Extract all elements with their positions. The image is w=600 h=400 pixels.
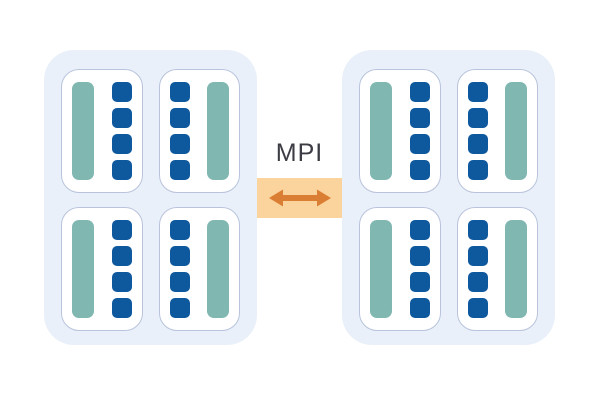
bidirectional-arrow-icon	[268, 189, 331, 207]
cpu-core	[467, 108, 488, 128]
cpu-core	[169, 246, 190, 266]
cpu-core	[111, 298, 132, 318]
cpu-socket	[359, 207, 441, 331]
memory-bar	[505, 220, 527, 318]
cpu-core	[409, 160, 430, 180]
cpu-core	[409, 108, 430, 128]
core-column	[169, 82, 190, 180]
cpu-core	[111, 246, 132, 266]
memory-bar	[207, 82, 229, 180]
cpu-core	[169, 82, 190, 102]
core-column	[467, 82, 488, 180]
cpu-core	[409, 134, 430, 154]
cpu-socket	[456, 207, 538, 331]
cpu-core	[409, 272, 430, 292]
memory-bar	[72, 82, 94, 180]
cpu-core	[169, 298, 190, 318]
cpu-core	[169, 272, 190, 292]
core-column	[409, 82, 430, 180]
cpu-socket	[359, 69, 441, 193]
cpu-core	[409, 298, 430, 318]
cpu-core	[111, 82, 132, 102]
cpu-core	[467, 272, 488, 292]
memory-bar	[370, 220, 392, 318]
cpu-core	[111, 160, 132, 180]
cpu-socket	[158, 69, 240, 193]
cpu-core	[111, 108, 132, 128]
core-column	[111, 82, 132, 180]
mpi-link-band	[257, 178, 342, 218]
cpu-core	[409, 220, 430, 240]
cpu-core	[169, 108, 190, 128]
cpu-core	[467, 298, 488, 318]
cpu-socket	[61, 207, 143, 331]
cpu-socket	[456, 69, 538, 193]
compute-node-right	[342, 50, 555, 345]
cpu-core	[111, 134, 132, 154]
cpu-core	[467, 246, 488, 266]
cpu-core	[467, 160, 488, 180]
memory-bar	[370, 82, 392, 180]
core-column	[467, 220, 488, 318]
cpu-core	[169, 160, 190, 180]
memory-bar	[72, 220, 94, 318]
cpu-core	[409, 82, 430, 102]
memory-bar	[207, 220, 229, 318]
compute-node-left	[44, 50, 257, 345]
cpu-core	[111, 220, 132, 240]
cpu-core	[467, 220, 488, 240]
cpu-core	[467, 82, 488, 102]
memory-bar	[505, 82, 527, 180]
core-column	[169, 220, 190, 318]
cpu-core	[409, 246, 430, 266]
cpu-core	[111, 272, 132, 292]
cpu-socket	[61, 69, 143, 193]
mpi-label: MPI	[275, 139, 324, 167]
cpu-core	[467, 134, 488, 154]
core-column	[409, 220, 430, 318]
core-column	[111, 220, 132, 318]
cpu-core	[169, 134, 190, 154]
cpu-core	[169, 220, 190, 240]
cpu-socket	[158, 207, 240, 331]
